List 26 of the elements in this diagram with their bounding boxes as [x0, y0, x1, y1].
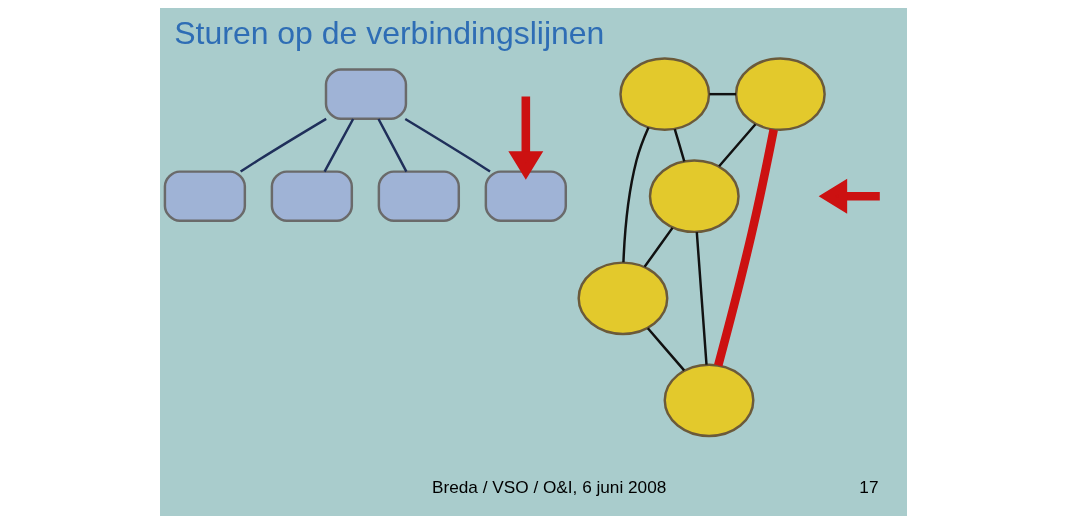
label: 17	[858, 477, 878, 498]
connector	[646, 327, 685, 372]
node-box	[324, 68, 407, 120]
label: Breda / VSO / O&I, 6 juni 2008	[431, 477, 666, 498]
node-circle	[618, 57, 710, 132]
node-box	[163, 170, 246, 223]
connector	[717, 123, 756, 168]
connector	[643, 227, 673, 268]
connector	[404, 117, 491, 173]
connector	[376, 118, 407, 173]
connector	[323, 118, 354, 173]
arrow	[507, 96, 543, 180]
diagram-title: Sturen op de verbindingslijnen	[173, 14, 604, 51]
node-box	[377, 170, 460, 223]
connector	[713, 128, 778, 367]
connector	[708, 92, 736, 96]
node-circle	[648, 159, 740, 234]
node-box	[270, 170, 353, 223]
connector	[673, 128, 685, 162]
node-box	[484, 170, 567, 223]
node-circle	[576, 261, 668, 336]
node-circle	[663, 363, 755, 438]
connector	[239, 117, 327, 173]
connector	[621, 127, 650, 263]
connector	[695, 232, 708, 365]
node-circle	[734, 57, 826, 132]
